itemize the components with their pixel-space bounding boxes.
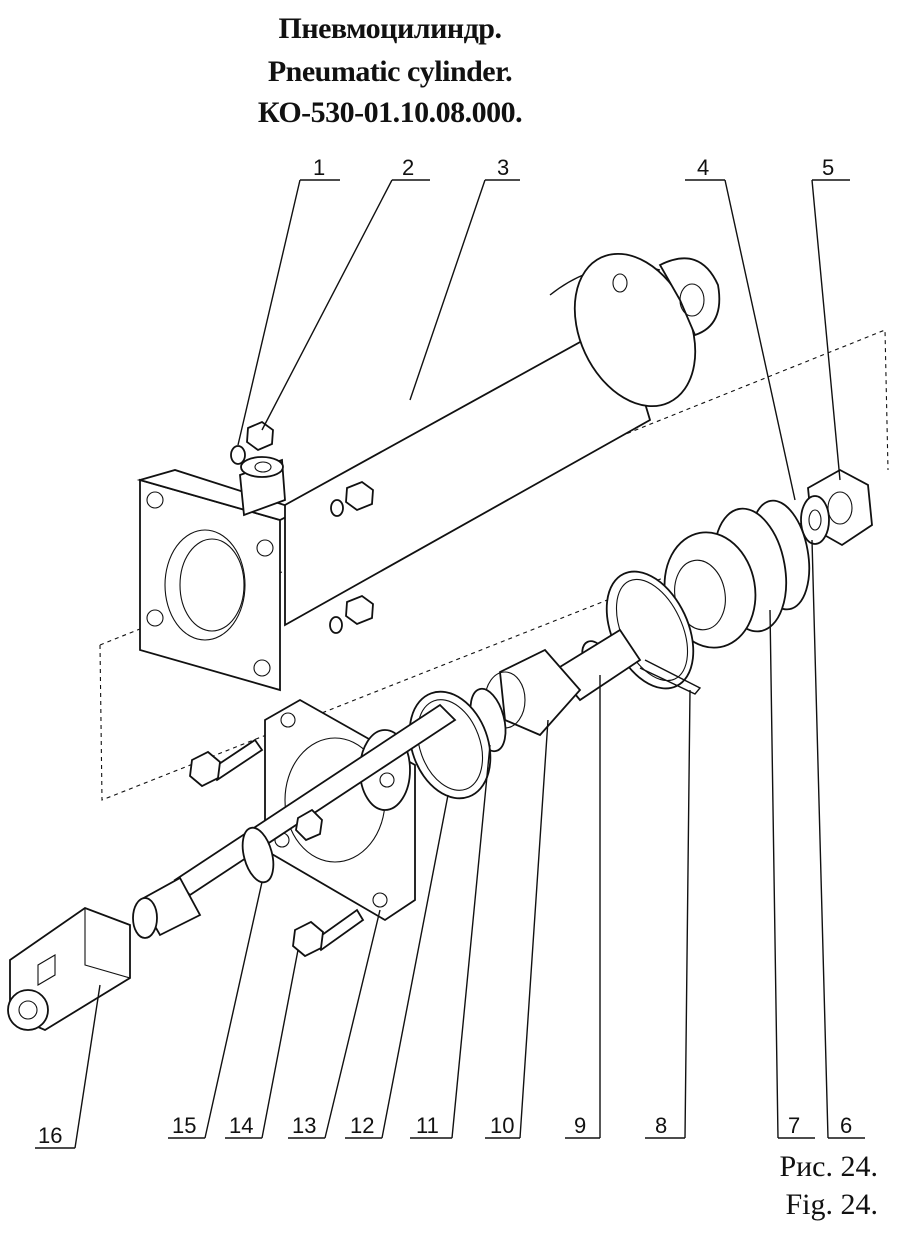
seal-rings bbox=[553, 570, 702, 702]
callout-16: 16 bbox=[38, 1123, 62, 1148]
callout-12: 12 bbox=[350, 1113, 374, 1138]
callout-14: 14 bbox=[229, 1113, 253, 1138]
title-en: Pneumatic cylinder. bbox=[267, 55, 513, 88]
washer bbox=[800, 495, 830, 545]
callout-15: 15 bbox=[172, 1113, 196, 1138]
callout-13: 13 bbox=[292, 1113, 316, 1138]
callout-numbers: 1 2 3 4 5 6 7 8 9 10 11 12 13 14 15 16 bbox=[38, 155, 852, 1148]
figure-label-ru: Рис. 24. bbox=[779, 1150, 878, 1183]
callout-5: 5 bbox=[822, 155, 834, 180]
callout-3: 3 bbox=[497, 155, 509, 180]
figure-label-en: Fig. 24. bbox=[785, 1188, 878, 1221]
callout-1: 1 bbox=[313, 155, 325, 180]
bolts bbox=[189, 738, 365, 958]
title-ru: Пневмоцилиндр. bbox=[278, 12, 503, 45]
callout-6: 6 bbox=[840, 1113, 852, 1138]
clevis bbox=[7, 906, 131, 1032]
callout-7: 7 bbox=[788, 1113, 800, 1138]
callout-10: 10 bbox=[490, 1113, 514, 1138]
leader-lines bbox=[35, 179, 865, 1149]
callout-8: 8 bbox=[655, 1113, 667, 1138]
fittings-on-body bbox=[230, 420, 374, 634]
callout-4: 4 bbox=[697, 155, 709, 180]
piston-rod bbox=[132, 703, 457, 939]
callout-11: 11 bbox=[416, 1113, 439, 1138]
callout-9: 9 bbox=[574, 1113, 586, 1138]
callout-2: 2 bbox=[402, 155, 414, 180]
title-code: КО-530-01.10.08.000. bbox=[257, 96, 523, 129]
cylinder-body bbox=[136, 252, 721, 692]
